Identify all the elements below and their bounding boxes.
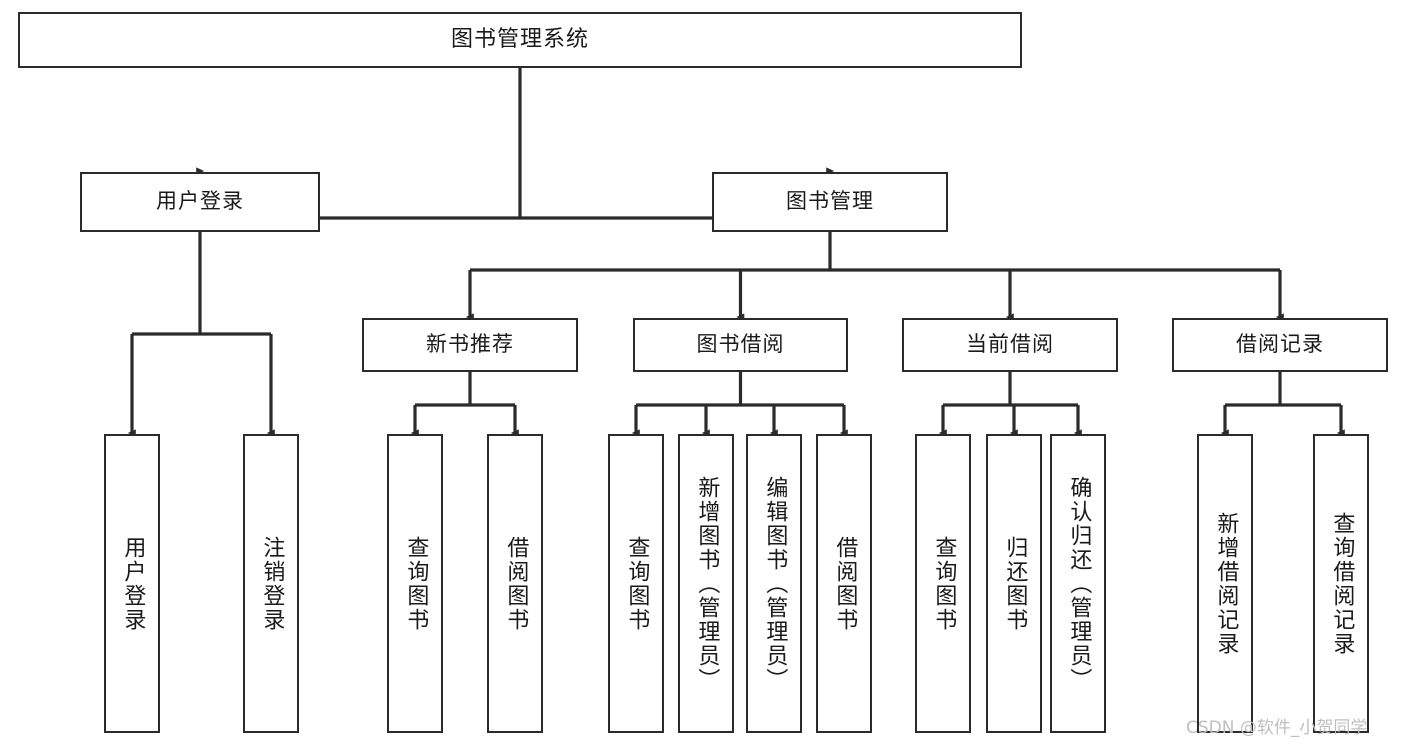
node-user-login[interactable]: 用户登录 — [80, 172, 320, 232]
node-label: 编辑图书（管理员） — [762, 475, 788, 692]
node-label: 用户登录 — [156, 189, 244, 214]
leaf-confirm-return[interactable]: 确认归还（管理员） — [1050, 434, 1106, 733]
leaf-query-book-recommend[interactable]: 查询图书 — [387, 434, 443, 733]
node-label: 用户登录 — [120, 535, 146, 632]
node-label: 查询图书 — [624, 535, 650, 632]
leaf-borrow-book-recommend[interactable]: 借阅图书 — [487, 434, 543, 733]
leaf-query-borrow-record[interactable]: 查询借阅记录 — [1313, 434, 1369, 733]
csdn-watermark: CSDN @软件_小贺同学 — [1186, 718, 1368, 738]
node-label: 借阅图书 — [832, 535, 858, 632]
leaf-add-borrow-record[interactable]: 新增借阅记录 — [1197, 434, 1253, 733]
node-label: 查询借阅记录 — [1329, 511, 1355, 656]
node-label: 借阅记录 — [1236, 332, 1324, 357]
node-label: 借阅图书 — [503, 535, 529, 632]
node-root-system[interactable]: 图书管理系统 — [18, 12, 1022, 68]
node-label: 注销登录 — [259, 535, 285, 632]
node-book-manage[interactable]: 图书管理 — [712, 172, 948, 232]
leaf-query-book-current[interactable]: 查询图书 — [915, 434, 971, 733]
node-label: 新书推荐 — [426, 332, 514, 357]
leaf-add-book[interactable]: 新增图书（管理员） — [678, 434, 734, 733]
leaf-borrow-book[interactable]: 借阅图书 — [816, 434, 872, 733]
node-label: 新增借阅记录 — [1213, 511, 1239, 656]
node-current-borrow[interactable]: 当前借阅 — [902, 318, 1118, 372]
node-label: 确认归还（管理员） — [1066, 475, 1092, 692]
leaf-user-login[interactable]: 用户登录 — [104, 434, 160, 733]
node-label: 图书管理系统 — [450, 26, 589, 52]
node-label: 查询图书 — [931, 535, 957, 632]
node-book-borrow[interactable]: 图书借阅 — [633, 318, 848, 372]
node-label: 新增图书（管理员） — [694, 475, 720, 692]
node-label: 图书借阅 — [696, 332, 785, 357]
leaf-logout[interactable]: 注销登录 — [243, 434, 299, 733]
node-label: 当前借阅 — [966, 332, 1054, 357]
node-borrow-record[interactable]: 借阅记录 — [1172, 318, 1388, 372]
leaf-edit-book[interactable]: 编辑图书（管理员） — [746, 434, 802, 733]
node-label: 归还图书 — [1002, 535, 1028, 632]
leaf-return-book[interactable]: 归还图书 — [986, 434, 1042, 733]
node-label: 查询图书 — [403, 535, 429, 632]
node-label: 图书管理 — [786, 189, 874, 214]
leaf-query-book-borrow[interactable]: 查询图书 — [608, 434, 664, 733]
node-new-book-recommend[interactable]: 新书推荐 — [362, 318, 578, 372]
